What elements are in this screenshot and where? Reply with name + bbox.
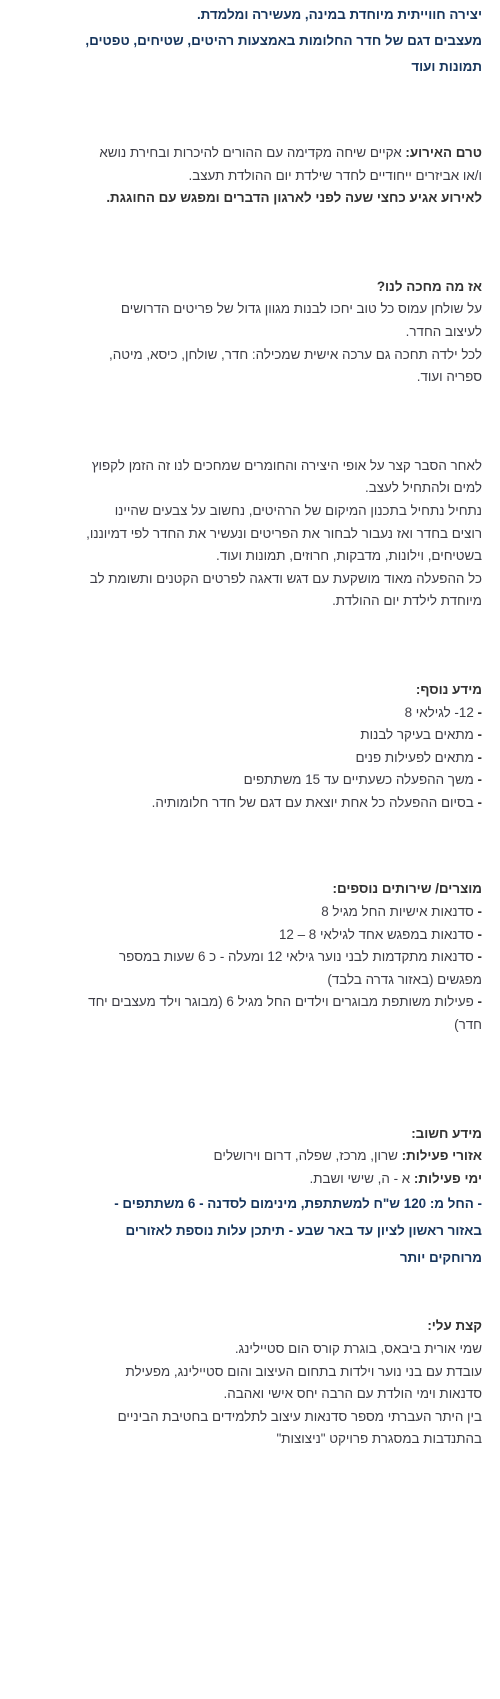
before-event-line: ו/או אביזרים ייחודיים לחדר שילדת יום ההו… [188,167,482,183]
more-info-section: מידע נוסף: - 12- לגילאי 8 - מתאים בעיקר … [6,679,482,815]
before-event-section: טרם האירוע: אקיים שיחה מקדימה עם ההורים … [6,142,482,210]
areas-label: אזורי פעילות: [401,1148,482,1164]
price-line: מרוחקים יותר [399,1250,482,1266]
list-item-continuation: חדר) [454,1017,482,1033]
list-item: - 12- לגילאי 8 [404,704,482,720]
list-item-continuation: מפגשים (באזור גדרה בלבד) [327,971,482,987]
about-heading: קצת עלי: [427,1318,482,1334]
price-line: - החל מ: 120 ש"ח למשתתפת, מינימום לסדנה … [114,1196,482,1212]
list-item: - בסיום ההפעלה כל אחת יוצאת עם דגם של חד… [151,794,482,810]
products-section: מוצרים/ שירותים נוספים: - סדנאות אישיות … [6,878,482,1036]
list-item: - משך ההפעלה כשעתיים עד 15 משתתפים [243,772,482,788]
process-line: כל ההפעלה מאוד מושקעת עם דגש ודאגה לפרטי… [89,570,482,586]
what-awaits-line: לעיצוב החדר. [405,323,482,339]
areas-value: שרון, מרכז, שפלה, דרום וירושלים [213,1148,402,1164]
process-line: בשטיחים, וילונות, מדבקות, חרוזים, תמונות… [216,548,482,564]
list-item: - סדנאות אישיות החל מגיל 8 [321,904,482,920]
list-item: - פעילות משותפת מבוגרים וילדים החל מגיל … [88,994,482,1010]
about-line: בין היתר העברתי מספר סדנאות עיצוב לתלמיד… [117,1408,482,1424]
before-event-label: טרם האירוע: [405,145,482,160]
before-event-text: אקיים שיחה מקדימה עם ההורים להיכרות ובחי… [99,145,406,160]
about-section: קצת עלי: שמי אורית ביבאס, בוגרת קורס הום… [6,1315,482,1451]
intro-section: יצירה חווייתית מיוחדת במינה, מעשירה ומלמ… [6,2,482,80]
process-line: לאחר הסבר קצר על אופי היצירה והחומרים שמ… [91,457,482,473]
more-info-heading: מידע נוסף: [415,681,482,697]
days-line: ימי פעילות: א - ה, שישי ושבת. [6,1168,483,1191]
price-block: - החל מ: 120 ש"ח למשתתפת, מינימום לסדנה … [6,1190,482,1271]
process-line: נתחיל נתחיל בתכנון המיקום של הרהיטים, נח… [114,502,482,518]
list-item: - סדנאות במפגש אחד לגילאי 8 – 12 [278,926,482,942]
what-awaits-section: אז מה מחכה לנו? על שולחן עמוס כל טוב יחכ… [6,276,482,389]
what-awaits-line: לכל ילדה תחכה גם ערכה אישית שמכילה: חדר,… [109,346,482,362]
process-line: למים ולהתחיל לעצב. [365,480,482,496]
list-item: - סדנאות מתקדמות לבני נוער גילאי 12 ומעל… [119,949,482,965]
intro-line: יצירה חווייתית מיוחדת במינה, מעשירה ומלמ… [196,7,482,22]
price-line: באזור ראשון לציון עד באר שבע - תיתכן עלו… [125,1223,482,1239]
about-line: שמי אורית ביבאס, בוגרת קורס הום סטיילינג… [234,1341,482,1356]
before-event-line: טרם האירוע: אקיים שיחה מקדימה עם ההורים … [6,142,482,165]
about-line: סדנאות וימי הולדת עם הרבה יחס אישי ואהבה… [223,1386,482,1402]
process-line: רוצים בחדר ואז נעבור לבחור את הפריטים ונ… [86,525,482,541]
list-item: - מתאים בעיקר לבנות [360,727,482,743]
intro-line: תמונות ועוד [411,59,482,74]
important-heading: מידע חשוב: [411,1125,482,1141]
what-awaits-line: על שולחן עמוס כל טוב יחכו לבנות מגוון גד… [120,301,482,317]
days-value: א - ה, שישי ושבת. [309,1170,414,1186]
arrival-note: לאירוע אגיע כחצי שעה לפני לארגון הדברים … [106,190,482,206]
process-line: מיוחדת לילדת יום ההולדת. [332,593,482,609]
intro-line: מעצבים דגם של חדר החלומות באמצעות רהיטים… [85,33,482,48]
important-section: מידע חשוב: אזורי פעילות: שרון, מרכז, שפל… [6,1123,482,1272]
days-label: ימי פעילות: [413,1170,482,1186]
areas-line: אזורי פעילות: שרון, מרכז, שפלה, דרום ויר… [6,1145,482,1168]
about-line: בהתנדבות במסגרת פרויקט "ניצוצות" [276,1431,482,1447]
list-item: - מתאים לפעילות פנים [355,749,482,765]
what-awaits-line: ספריה ועוד. [416,369,482,385]
what-awaits-heading: אז מה מחכה לנו? [376,278,482,294]
products-heading: מוצרים/ שירותים נוספים: [332,881,482,897]
about-line: עובדת עם בני נוער וילדות בתחום העיצוב וה… [125,1363,482,1379]
process-section: לאחר הסבר קצר על אופי היצירה והחומרים שמ… [6,455,482,613]
